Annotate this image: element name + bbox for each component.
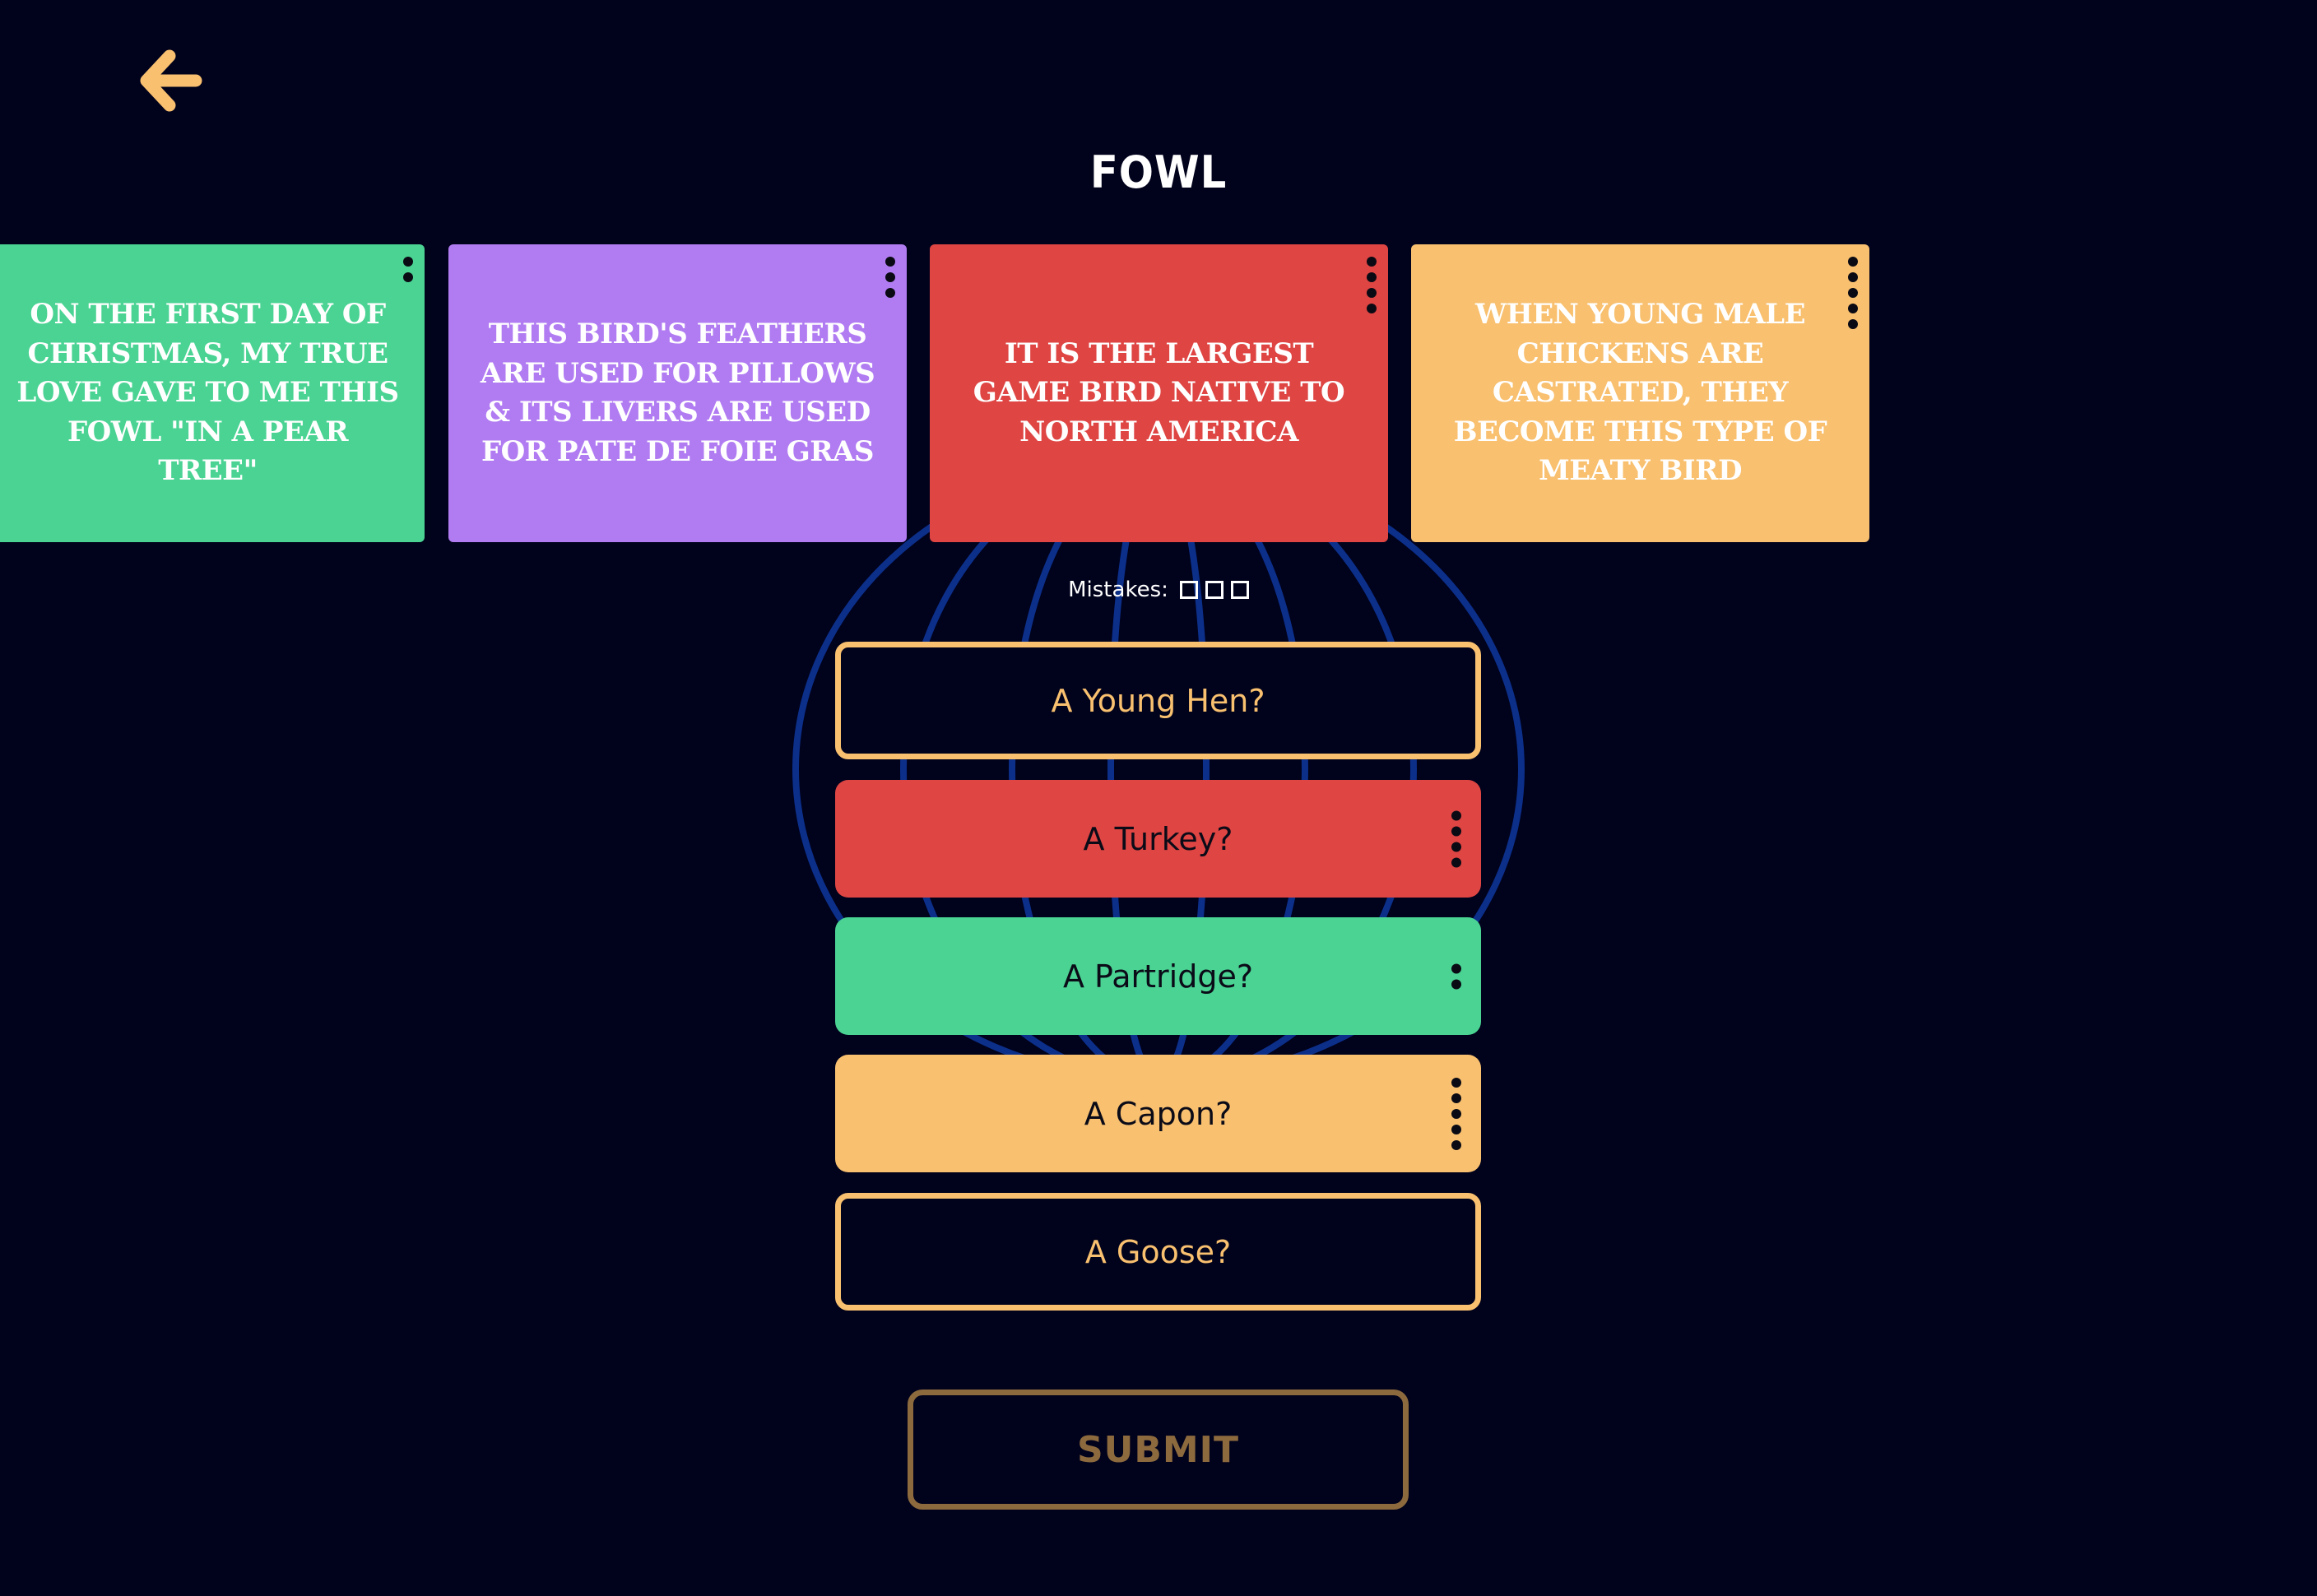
clue-card[interactable]: When young male chickens are castrated, … (1411, 244, 1869, 542)
mistake-box (1179, 581, 1198, 599)
mistakes-indicator: Mistakes: (0, 573, 2317, 606)
answer-option[interactable]: A Turkey? (835, 780, 1481, 898)
back-button[interactable] (138, 48, 204, 114)
answer-label: A Young Hen? (1051, 682, 1265, 719)
clue-text: It is the largest game bird native to No… (973, 336, 1345, 448)
mistake-box (1205, 581, 1224, 599)
answer-option[interactable]: A Capon? (835, 1055, 1481, 1172)
answer-option[interactable]: A Partridge? (835, 917, 1481, 1035)
arrow-left-icon (140, 49, 202, 112)
page-title: FOWL (1089, 146, 1228, 198)
answer-label: A Partridge? (1062, 958, 1254, 995)
mistake-boxes (1179, 581, 1249, 599)
answer-label: A Goose? (1084, 1233, 1232, 1270)
clue-text: When young male chickens are castrated, … (1453, 298, 1827, 488)
clue-card[interactable]: This bird's feathers are used for pillow… (448, 244, 907, 542)
drag-handle-icon[interactable] (1451, 810, 1461, 867)
clue-text: On the first day of Christmas, my true l… (16, 298, 399, 488)
drag-handle-icon[interactable] (1451, 963, 1461, 989)
clue-card[interactable]: On the first day of Christmas, my true l… (0, 244, 425, 542)
clue-text: This bird's feathers are used for pillow… (480, 318, 875, 468)
drag-handle-icon[interactable] (885, 257, 895, 298)
drag-handle-icon[interactable] (403, 257, 413, 282)
mistakes-label: Mistakes: (1068, 578, 1168, 602)
mistake-box (1230, 581, 1249, 599)
submit-button[interactable]: SUBMIT (908, 1390, 1409, 1510)
answer-label: A Turkey? (1083, 820, 1233, 857)
drag-handle-icon[interactable] (1848, 257, 1858, 329)
answer-option[interactable]: A Goose? (835, 1193, 1481, 1311)
answer-label: A Capon? (1084, 1095, 1233, 1132)
answer-option[interactable]: A Young Hen? (835, 642, 1481, 759)
drag-handle-icon[interactable] (1367, 257, 1377, 313)
drag-handle-icon[interactable] (1451, 1077, 1461, 1150)
clue-card[interactable]: It is the largest game bird native to No… (930, 244, 1388, 542)
